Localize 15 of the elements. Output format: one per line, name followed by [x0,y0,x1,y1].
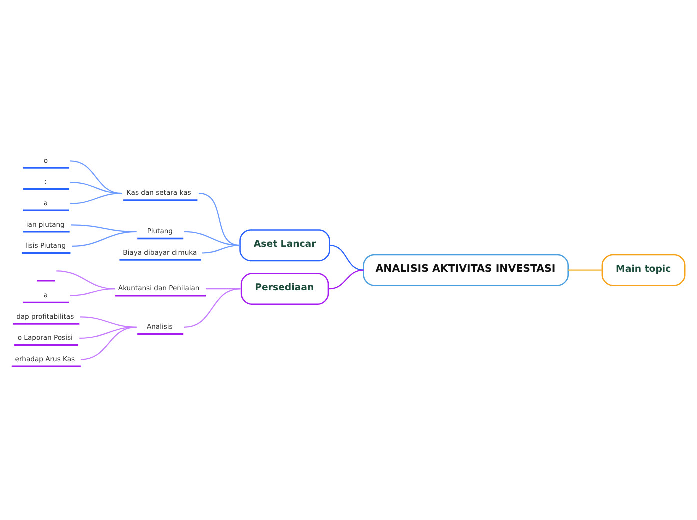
node-box: Aset Lancar [240,229,330,262]
connector [80,326,137,360]
connector [184,288,241,328]
node-box: ANALISIS AKTIVITAS INVESTASI [363,254,569,286]
connector [568,269,602,270]
connector [70,288,116,296]
connector [80,316,137,328]
connector [329,269,364,290]
connector [202,244,240,254]
connector [330,244,364,270]
connector [72,230,137,246]
connector [70,192,122,204]
node-line [37,280,56,282]
node-box: Persediaan [240,272,330,305]
node-box: Main topic [602,254,686,286]
